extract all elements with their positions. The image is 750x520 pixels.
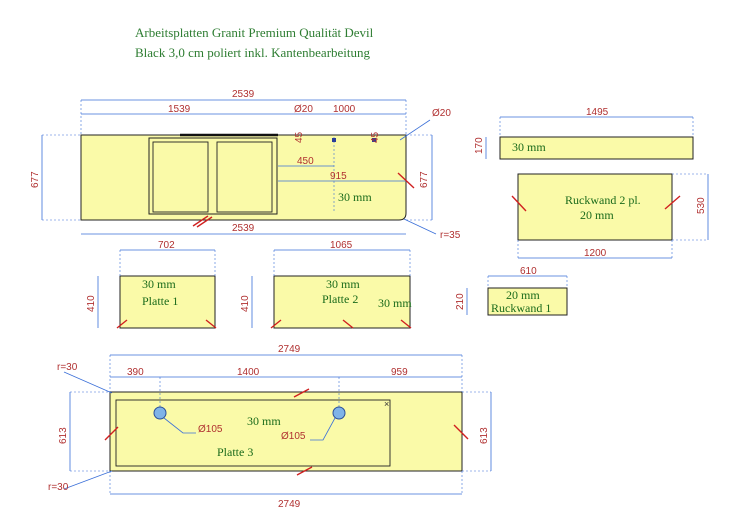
dim-depth-right-label: 677 [419, 171, 430, 188]
sink-cutout [148, 137, 278, 215]
platte-2-height-label: 410 [240, 295, 251, 312]
ruckwand-2-slab [517, 173, 673, 241]
platte-3-panel: × 2749 390 1400 959 r=30 613 613 Ø105 Ø1… [48, 344, 492, 510]
cut-mark [192, 215, 209, 227]
dim-left-label: 1539 [168, 104, 191, 115]
hole-icon [332, 406, 346, 420]
strip-height-label: 170 [474, 137, 485, 154]
platte-3-height-right: 613 [479, 427, 490, 444]
strip-slab [499, 136, 694, 160]
platte-1-slab [119, 275, 216, 329]
platte-3-overall-label: 2749 [278, 344, 301, 355]
dim-450-label: 450 [297, 156, 314, 167]
hole-1-label: Ø105 [198, 424, 223, 435]
title-line-1: Arbeitsplatten Granit Premium Qualität D… [135, 25, 374, 40]
platte-3-bottom-label: 2749 [278, 499, 301, 510]
dim-right-label: 1000 [333, 104, 356, 115]
dim-bottom-label: 2539 [232, 223, 255, 234]
platte-2-name: Platte 2 [322, 292, 358, 306]
hole-icon [153, 406, 167, 420]
main-slab [80, 134, 407, 221]
strip-thickness: 30 mm [512, 140, 546, 154]
platte-3-cutout [115, 399, 391, 467]
sink-bowl-right [216, 141, 273, 213]
platte-2-slab [273, 275, 411, 329]
ruckwand-1-thickness: 20 mm [506, 288, 540, 302]
title-line-2: Black 3,0 cm poliert inkl. Kantenbearbei… [135, 45, 371, 60]
strip-width-label: 1495 [586, 107, 609, 118]
platte-1-height-label: 410 [86, 295, 97, 312]
sink-bowl-left [152, 141, 209, 213]
ruckwand-1-width-label: 610 [520, 266, 537, 277]
cross-icon: × [384, 399, 389, 409]
faucet-hole-b [372, 138, 376, 142]
platte-3-name: Platte 3 [217, 445, 253, 459]
ruckwand-2-thickness: 20 mm [580, 208, 614, 222]
platte-3-slab [109, 391, 463, 472]
dim-915-label: 915 [330, 171, 347, 182]
dim-1400-label: 1400 [237, 367, 260, 378]
ruckwand-2-width-label: 1200 [584, 248, 607, 259]
ruckwand-1-panel: 610 210 20 mm Ruckwand 1 [455, 266, 568, 316]
platte-3-height-left: 613 [58, 427, 69, 444]
dim-depth-left-label: 677 [30, 171, 41, 188]
main-worktop: 2539 1539 Ø20 1000 Ø20 677 677 45 45 450… [30, 89, 461, 241]
hole-b-label: Ø20 [432, 108, 451, 119]
cut-mark [397, 172, 415, 189]
platte-1-width-label: 702 [158, 240, 175, 251]
main-thickness: 30 mm [338, 190, 372, 204]
n45b: 45 [370, 131, 381, 143]
hole-2-label: Ø105 [281, 431, 306, 442]
ruckwand-2-panel: Ruckwand 2 pl. 20 mm 1200 530 [511, 173, 709, 259]
n45a: 45 [294, 131, 305, 143]
ruckwand-1-height-label: 210 [455, 293, 466, 310]
platte-3-radius-bottom: r=30 [48, 482, 69, 493]
hole-a-label: Ø20 [294, 104, 313, 115]
ruckwand-1-slab [487, 287, 568, 316]
ruckwand-1-name: Ruckwand 1 [491, 301, 551, 315]
platte-2-panel: 1065 410 30 mm Platte 2 30 mm [240, 240, 412, 329]
platte-3-thickness: 30 mm [247, 414, 281, 428]
platte-1-name: Platte 1 [142, 294, 178, 308]
dim-overall-label: 2539 [232, 89, 255, 100]
platte-2-thickness-2: 30 mm [378, 296, 412, 310]
platte-2-width-label: 1065 [330, 240, 353, 251]
platte-1-panel: 702 410 30 mm Platte 1 [86, 240, 217, 329]
platte-1-thickness: 30 mm [142, 277, 176, 291]
dim-390-label: 390 [127, 367, 144, 378]
dim-959-label: 959 [391, 367, 408, 378]
platte-2-thickness: 30 mm [326, 277, 360, 291]
radius-label: r=35 [440, 230, 461, 241]
platte-3-radius-top: r=30 [57, 362, 78, 373]
faucet-hole-a [332, 138, 336, 142]
ruckwand-2-height-label: 530 [696, 197, 707, 214]
strip-panel: 1495 170 30 mm [474, 107, 694, 160]
ruckwand-2-label: Ruckwand 2 pl. [565, 193, 641, 207]
